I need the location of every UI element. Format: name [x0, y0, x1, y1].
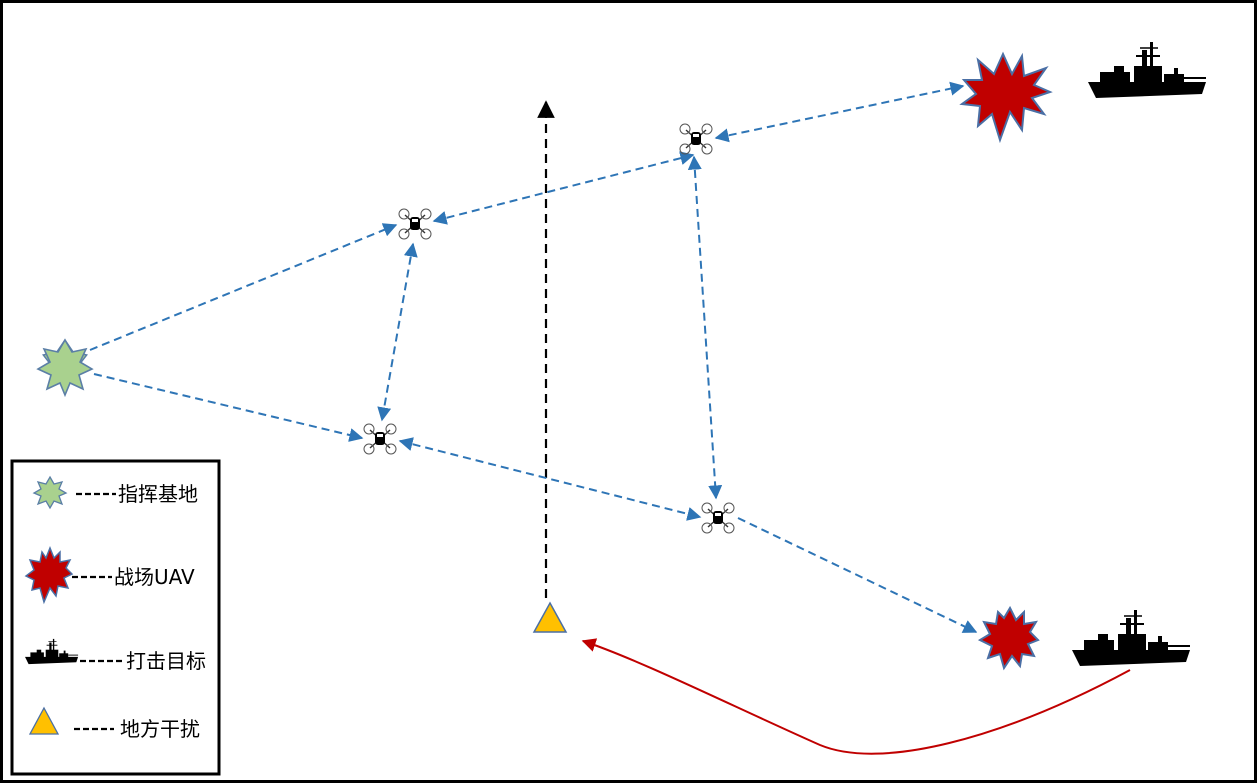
link-uav2-uav4 — [687, 155, 723, 500]
interference-path — [581, 638, 1131, 755]
link-uav1-uav3 — [377, 242, 418, 422]
legend-label-interference: 地方干扰 — [120, 717, 200, 741]
link-uav3-uav4 — [398, 437, 702, 521]
communication-links — [89, 81, 978, 633]
link-uav2-battle-uav-top — [714, 81, 965, 143]
drone-uav-2-icon — [679, 123, 713, 155]
command-base-star — [36, 338, 94, 398]
legend-interference-triangle-icon — [28, 706, 60, 735]
legend-battlefield-uav-icon — [24, 545, 74, 605]
interference-triangle-icon — [532, 601, 568, 633]
warship-target-bottom-icon — [1071, 609, 1191, 667]
legend: 指挥基地 战场UAV 打击目标 地方干扰 — [10, 459, 221, 776]
drone-uav-3-icon — [363, 423, 397, 455]
legend-command-base-icon — [32, 475, 68, 510]
legend-label-strike-target: 打击目标 — [126, 649, 206, 673]
link-base-to-uav3 — [93, 373, 364, 442]
link-uav1-uav2 — [432, 151, 695, 225]
warship-target-top-icon — [1087, 41, 1207, 99]
link-uav4-battle-uav-bottom — [737, 517, 978, 633]
battlefield-uav-top-icon — [959, 51, 1053, 144]
battlefield-uav-bottom-icon — [977, 605, 1040, 671]
legend-label-battlefield-uav: 战场UAV — [114, 565, 195, 589]
legend-label-command-base: 指挥基地 — [118, 482, 198, 506]
drone-uav-1-icon — [398, 208, 432, 240]
drone-uav-4-icon — [701, 502, 735, 534]
link-base-to-uav1 — [89, 223, 398, 351]
